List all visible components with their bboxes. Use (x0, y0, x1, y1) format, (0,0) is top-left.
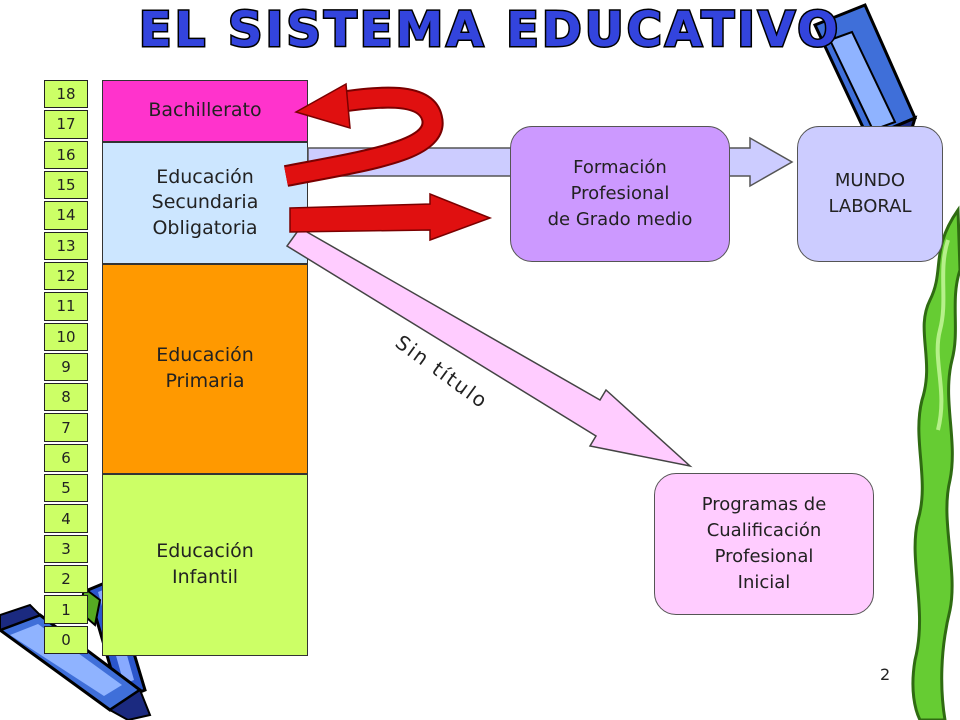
age-cell: 15 (44, 170, 88, 200)
age-cell: 13 (44, 231, 88, 260)
stage-infantil: Educación Infantil (102, 474, 308, 656)
age-cell: 16 (44, 140, 88, 169)
age-cell: 10 (44, 322, 88, 351)
age-cell: 5 (44, 474, 88, 503)
title-text: EL SISTEMA EDUCATIVO (139, 2, 841, 58)
node-formacion-profesional: Formación Profesional de Grado medio (510, 126, 730, 262)
age-cell: 2 (44, 565, 88, 594)
age-cell: 4 (44, 504, 88, 533)
age-cell: 12 (44, 261, 88, 291)
age-cell: 14 (44, 201, 88, 230)
age-cell: 18 (44, 80, 88, 109)
age-cell: 9 (44, 352, 88, 382)
stage-primaria: Educación Primaria (102, 264, 308, 474)
age-cell: 17 (44, 110, 88, 139)
age-cell: 11 (44, 292, 88, 321)
node-mundo-laboral: MUNDO LABORAL (797, 126, 943, 262)
page-number: 2 (880, 665, 891, 684)
stage-eso: Educación Secundaria Obligatoria (102, 142, 308, 264)
age-cell: 7 (44, 413, 88, 442)
age-cell: 8 (44, 383, 88, 412)
crayon-icon-right (911, 205, 960, 720)
node-pcpi: Programas de Cualificación Profesional I… (654, 473, 874, 615)
age-cell: 1 (44, 595, 88, 624)
stage-bachillerato: Bachillerato (102, 80, 308, 142)
age-cell: 0 (44, 625, 88, 654)
page-title: EL SISTEMA EDUCATIVO (137, 1, 841, 60)
age-cell: 6 (44, 443, 88, 473)
age-cell: 3 (44, 534, 88, 564)
